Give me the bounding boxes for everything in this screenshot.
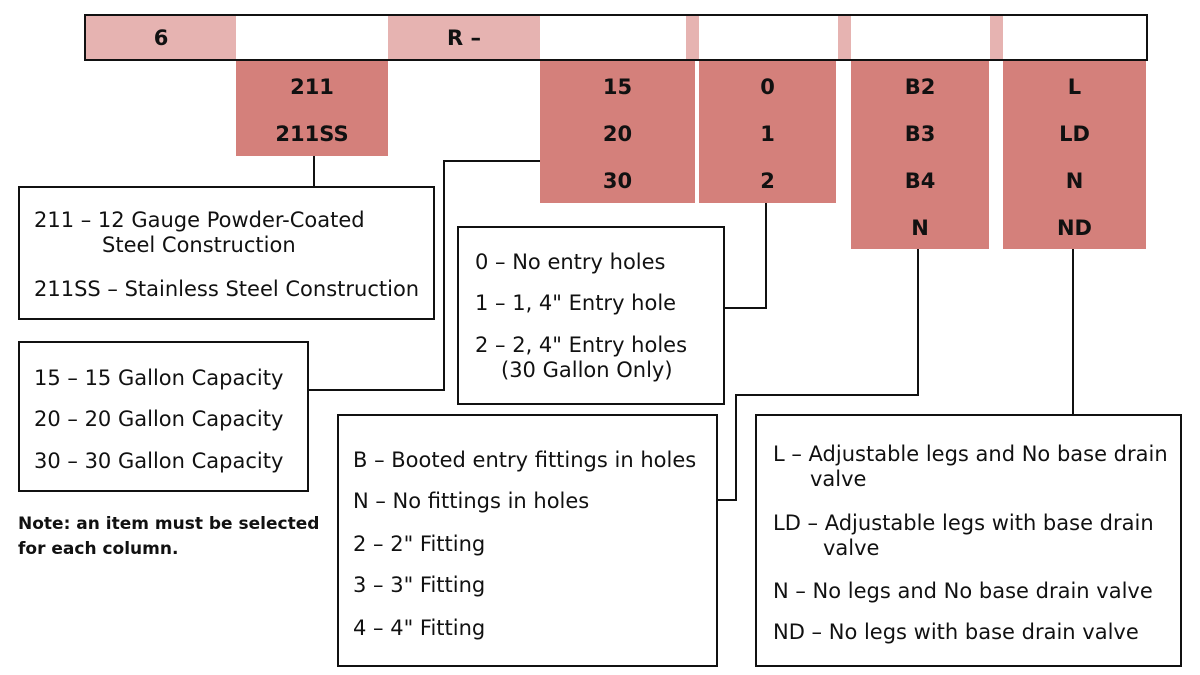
code-b3: B3 — [904, 122, 936, 146]
entry-desc-2: 1 – 1, 4" Entry hole — [475, 291, 677, 315]
capacity-desc-2: 20 – 20 Gallon Capacity — [34, 407, 284, 431]
legs-desc-1b: valve — [810, 467, 867, 491]
legs-desc-1: L – Adjustable legs and No base drain — [773, 442, 1168, 466]
material-desc-1b: Steel Construction — [102, 233, 296, 257]
capacity-desc-3: 30 – 30 Gallon Capacity — [34, 449, 284, 473]
capacity-box: 15 – 15 Gallon Capacity 20 – 20 Gallon C… — [18, 341, 309, 492]
legs-desc-4: ND – No legs with base drain valve — [773, 620, 1139, 644]
code-n-fitting: N — [911, 216, 929, 240]
note-line-2: for each column. — [18, 539, 179, 559]
connector-capacity-bottom — [308, 389, 445, 391]
connector-entry-vertical — [765, 203, 767, 309]
code-nd: ND — [1056, 216, 1092, 240]
fitting-column: B2 B3 B4 N — [851, 61, 989, 249]
code-ld: LD — [1059, 122, 1090, 146]
fitting-desc-3: 2 – 2" Fitting — [353, 532, 486, 556]
entry-desc-3b: (30 Gallon Only) — [501, 358, 673, 382]
legs-desc-2b: valve — [823, 536, 880, 560]
code-211ss: 211SS — [275, 122, 349, 146]
separator-2 — [838, 16, 851, 59]
code-211: 211 — [290, 75, 334, 99]
entry-column: 0 1 2 — [699, 61, 836, 203]
connector-fitting-vertical-1 — [917, 249, 919, 396]
entry-box: 0 – No entry holes 1 – 1, 4" Entry hole … — [457, 226, 725, 405]
entry-desc-1: 0 – No entry holes — [475, 250, 666, 274]
material-desc-1: 211 – 12 Gauge Powder-Coated — [34, 208, 365, 232]
connector-fitting-horizontal — [735, 394, 919, 396]
prefix-r: R – — [388, 16, 540, 59]
code-30: 30 — [602, 169, 633, 193]
fitting-desc-5: 4 – 4" Fitting — [353, 616, 486, 640]
capacity-column: 15 20 30 — [540, 61, 695, 203]
fitting-box: B – Booted entry fittings in holes N – N… — [337, 414, 718, 667]
connector-fitting-stub — [717, 499, 737, 501]
material-column: 211 211SS — [236, 61, 388, 156]
separator-1 — [686, 16, 699, 59]
entry-desc-3: 2 – 2, 4" Entry holes — [475, 333, 688, 357]
code-b4: B4 — [904, 169, 936, 193]
code-n-legs: N — [1065, 169, 1084, 193]
code-0: 0 — [760, 75, 775, 99]
fitting-desc-4: 3 – 3" Fitting — [353, 573, 486, 597]
model-code-bar: 6 R – — [84, 14, 1148, 61]
legs-desc-3: N – No legs and No base drain valve — [773, 579, 1153, 603]
code-2: 2 — [760, 169, 775, 193]
connector-material — [313, 156, 315, 186]
fitting-desc-1: B – Booted entry fittings in holes — [353, 448, 697, 472]
connector-entry-horizontal — [724, 307, 767, 309]
code-15: 15 — [602, 75, 633, 99]
material-box: 211 – 12 Gauge Powder-Coated Steel Const… — [18, 186, 435, 320]
connector-capacity-top — [443, 160, 540, 162]
note-line-1: Note: an item must be selected — [18, 514, 320, 534]
connector-capacity-vertical — [443, 160, 445, 391]
code-1: 1 — [760, 122, 775, 146]
material-desc-2: 211SS – Stainless Steel Construction — [34, 277, 420, 301]
selection-note: Note: an item must be selected for each … — [18, 512, 319, 562]
connector-fitting-vertical-2 — [735, 394, 737, 501]
prefix-6: 6 — [86, 16, 236, 59]
code-l: L — [1067, 75, 1082, 99]
legs-desc-2: LD – Adjustable legs with base drain — [773, 511, 1154, 535]
code-b2: B2 — [904, 75, 936, 99]
separator-3 — [990, 16, 1003, 59]
fitting-desc-2: N – No fittings in holes — [353, 489, 590, 513]
legs-box: L – Adjustable legs and No base drain va… — [755, 414, 1182, 667]
legs-column: L LD N ND — [1003, 61, 1146, 249]
capacity-desc-1: 15 – 15 Gallon Capacity — [34, 366, 284, 390]
connector-legs — [1072, 249, 1074, 414]
code-20: 20 — [602, 122, 633, 146]
